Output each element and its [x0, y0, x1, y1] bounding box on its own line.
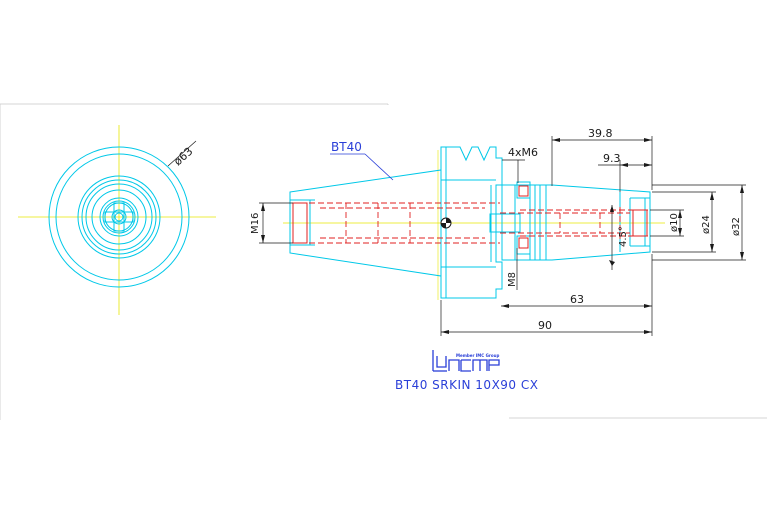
- hidden-solid-red: [292, 185, 648, 249]
- dim-m8-label: M8: [507, 272, 518, 287]
- front-diameter-leader: [167, 140, 197, 167]
- dim-angle-label: 4.5°: [618, 226, 629, 247]
- center-mark: [440, 217, 452, 229]
- dim-m16-label: M16: [250, 213, 261, 234]
- dim-d10-label: ø10: [669, 213, 680, 232]
- part-name-title: BT40 SRKIN 10X90 CX: [395, 378, 538, 392]
- taper-name-label: BT40: [331, 140, 362, 154]
- company-logo: Member IMC Group: [432, 350, 500, 372]
- frame-lines: [0, 103, 767, 420]
- hidden-lines: [300, 202, 648, 244]
- dim-90-label: 90: [538, 319, 552, 332]
- nose-body: [489, 181, 651, 261]
- front-view-circles: [48, 146, 190, 288]
- front-diameter-label: ø63: [171, 145, 195, 169]
- front-view-centerlines: [18, 125, 216, 315]
- dim-9-3-label: 9.3: [603, 152, 621, 165]
- front-view-cross-slots: [104, 202, 134, 232]
- front-view: ø63: [18, 125, 216, 315]
- dimension-arrows: [261, 138, 744, 334]
- dimension-lines: [259, 136, 746, 336]
- taper-leader: [330, 153, 394, 181]
- dim-d32-label: ø32: [731, 217, 742, 236]
- dim-39-8-label: 39.8: [588, 127, 613, 140]
- logo-member-text: Member IMC Group: [456, 353, 499, 358]
- dim-d24-label: ø24: [701, 215, 712, 234]
- thread-4x-label: 4xM6: [508, 146, 538, 159]
- dim-63-label: 63: [570, 293, 584, 306]
- side-view: BT40: [250, 127, 746, 336]
